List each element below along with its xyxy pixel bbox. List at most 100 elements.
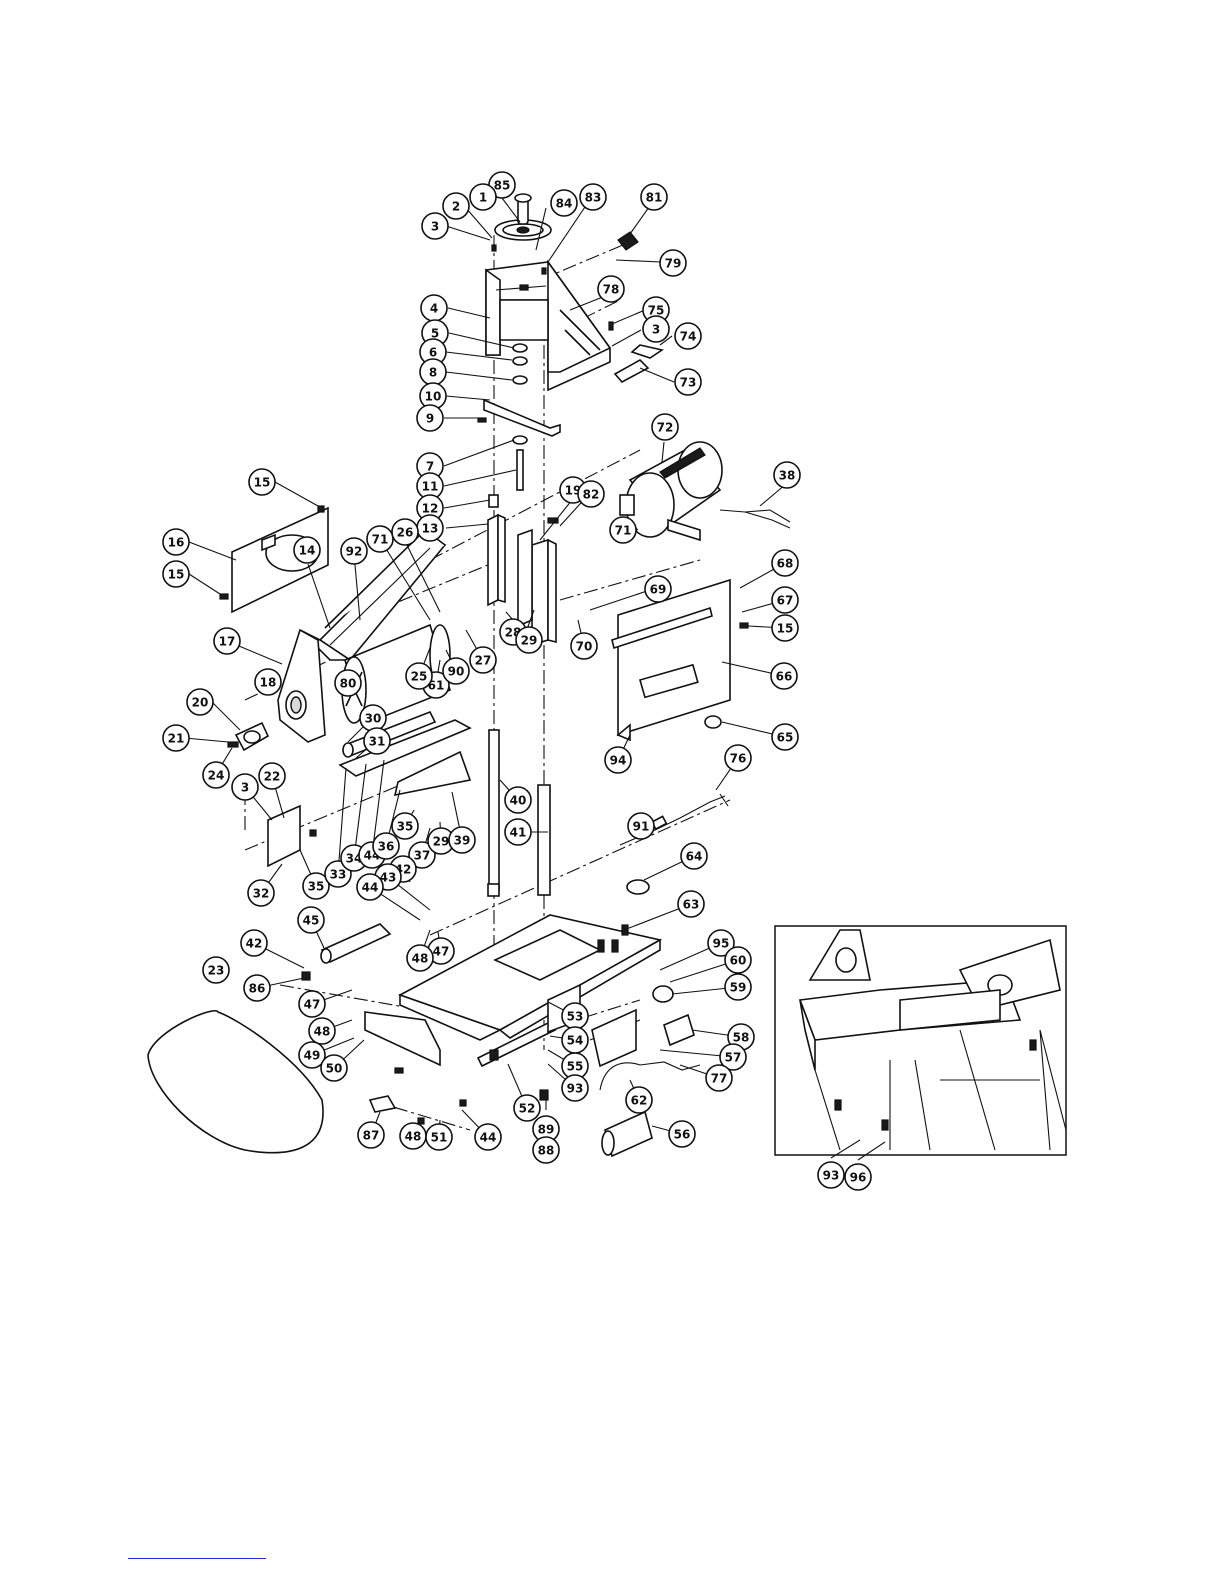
callout-15: 15 (248, 468, 276, 496)
callout-79: 79 (659, 249, 687, 277)
callout-1: 1 (469, 183, 497, 211)
callout-number: 32 (253, 887, 270, 901)
callout-15: 15 (771, 614, 799, 642)
callout-93: 93 (817, 1161, 845, 1189)
callout-22: 22 (258, 762, 286, 790)
callout-number: 93 (567, 1082, 584, 1096)
callout-number: 48 (412, 952, 429, 966)
callout-number: 79 (665, 257, 682, 271)
callout-89: 89 (532, 1115, 560, 1143)
callout-number: 88 (538, 1144, 555, 1158)
callout-number: 86 (249, 982, 266, 996)
callout-number: 37 (414, 849, 431, 863)
dust-port-cap (626, 879, 650, 895)
capacitor (601, 1110, 653, 1158)
callout-number: 90 (448, 665, 465, 679)
callout-42: 42 (240, 929, 268, 957)
callout-number: 33 (330, 868, 347, 882)
callout-52: 52 (513, 1094, 541, 1122)
callout-4: 4 (420, 294, 448, 322)
callout-64: 64 (680, 842, 708, 870)
callout-2: 2 (442, 192, 470, 220)
callout-number: 96 (850, 1171, 867, 1185)
callout-number: 91 (633, 820, 650, 834)
callout-31: 31 (363, 727, 391, 755)
callout-number: 15 (168, 568, 185, 582)
callout-47: 47 (427, 937, 455, 965)
callout-number: 61 (428, 679, 445, 693)
callout-76: 76 (724, 744, 752, 772)
callout-3: 3 (642, 315, 670, 343)
callout-number: 3 (652, 323, 660, 337)
callout-26: 26 (391, 518, 419, 546)
dust-hood (299, 528, 447, 662)
callout-41: 41 (504, 818, 532, 846)
callout-number: 94 (610, 754, 627, 768)
callout-number: 5 (431, 327, 439, 341)
callout-number: 74 (680, 330, 697, 344)
callout-number: 48 (405, 1130, 422, 1144)
callout-number: 75 (648, 304, 665, 318)
callout-16: 16 (162, 528, 190, 556)
callout-number: 92 (346, 545, 363, 559)
callout-48: 48 (399, 1122, 427, 1150)
callout-23: 23 (202, 956, 230, 984)
callout-number: 49 (304, 1049, 321, 1063)
callout-number: 40 (510, 794, 527, 808)
callout-number: 27 (475, 654, 492, 668)
callout-number: 71 (372, 533, 389, 547)
bracket (483, 398, 561, 437)
callout-81: 81 (640, 183, 668, 211)
callout-90: 90 (442, 657, 470, 685)
callout-66: 66 (770, 662, 798, 690)
callout-10: 10 (419, 382, 447, 410)
callout-78: 78 (597, 275, 625, 303)
callout-number: 29 (521, 634, 538, 648)
callout-91: 91 (627, 812, 655, 840)
callout-number: 29 (433, 835, 450, 849)
callout-39: 39 (448, 826, 476, 854)
callout-number: 36 (378, 840, 395, 854)
callout-92: 92 (340, 537, 368, 565)
callout-number: 51 (431, 1131, 448, 1145)
callout-number: 70 (576, 640, 593, 654)
callout-number: 62 (631, 1094, 648, 1108)
callout-69: 69 (644, 575, 672, 603)
callout-32: 32 (247, 879, 275, 907)
callout-number: 42 (246, 937, 263, 951)
callout-number: 26 (397, 526, 414, 540)
callout-number: 67 (777, 594, 794, 608)
callout-73: 73 (674, 368, 702, 396)
feed-table (364, 1011, 441, 1067)
callout-59: 59 (724, 973, 752, 1001)
callout-number: 53 (567, 1010, 584, 1024)
callout-number: 78 (603, 283, 620, 297)
callout-60: 60 (724, 946, 752, 974)
handwheel (494, 193, 552, 241)
sanding-belt (147, 1010, 324, 1154)
callout-86: 86 (243, 974, 271, 1002)
callout-number: 54 (567, 1034, 584, 1048)
callout-56: 56 (668, 1120, 696, 1148)
stand-inset (774, 925, 1067, 1161)
callout-88: 88 (532, 1136, 560, 1164)
callout-35: 35 (302, 872, 330, 900)
adjustment-knob (652, 985, 674, 1003)
callout-number: 41 (510, 826, 527, 840)
callout-number: 24 (208, 769, 225, 783)
callout-47: 47 (298, 990, 326, 1018)
callout-number: 60 (730, 954, 747, 968)
callout-38: 38 (773, 461, 801, 489)
callout-87: 87 (357, 1121, 385, 1149)
washers (488, 343, 528, 508)
footer-rule (128, 1558, 266, 1559)
callout-51: 51 (425, 1123, 453, 1151)
callout-number: 35 (397, 820, 414, 834)
callout-number: 83 (585, 191, 602, 205)
drum-end-plate (277, 628, 326, 743)
callout-number: 21 (168, 732, 185, 746)
callout-62: 62 (625, 1086, 653, 1114)
callout-leaders (184, 197, 787, 1150)
motor-power-cord (719, 509, 791, 529)
